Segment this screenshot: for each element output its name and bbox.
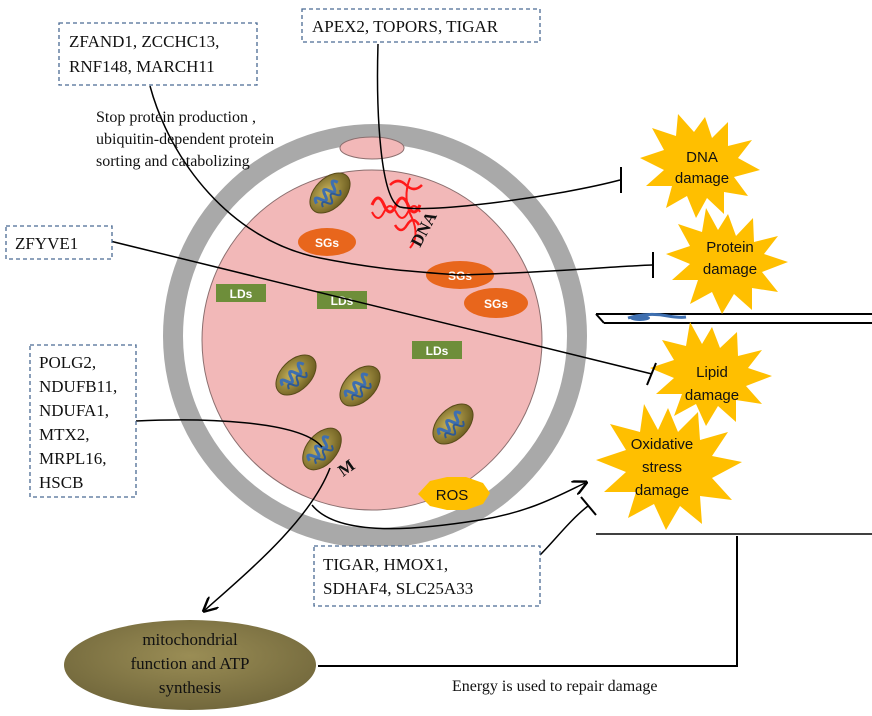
svg-text:sorting and catabolizing: sorting and catabolizing — [96, 153, 250, 170]
cell-body — [201, 169, 543, 511]
svg-text:MTX2,: MTX2, — [39, 425, 90, 444]
connector-protein — [149, 85, 653, 276]
energy-line — [318, 536, 738, 667]
gene-box-oxidative: TIGAR, HMOX1, SDHAF4, SLC25A33 — [313, 545, 541, 607]
ros-burst: ROS — [418, 477, 490, 510]
protein-damage-burst: Protein damage — [666, 208, 788, 314]
oxidative-damage-burst: Oxidative stress damage — [596, 404, 742, 530]
mito-function-ellipse: mitochondrial function and ATP synthesis — [64, 620, 316, 710]
svg-text:synthesis: synthesis — [159, 678, 221, 697]
inhibit-bar-oxidative — [580, 496, 597, 516]
lds-droplet: LDs — [412, 341, 462, 359]
lipid-damage-line2: damage — [685, 387, 739, 404]
oxidative-damage-line1: Oxidative — [631, 436, 694, 453]
svg-text:HSCB: HSCB — [39, 473, 83, 492]
svg-text:SGs: SGs — [484, 297, 508, 311]
svg-text:SGs: SGs — [315, 236, 339, 250]
svg-text:LDs: LDs — [331, 294, 354, 308]
svg-text:NDUFA1,: NDUFA1, — [39, 401, 109, 420]
protein-damage-line2: damage — [703, 261, 757, 278]
dna-damage-line1: DNA — [686, 149, 718, 166]
gene-box-mito: POLG2, NDUFB11, NDUFA1, MTX2, MRPL16, HS… — [29, 344, 137, 498]
sgs-granule: SGs — [298, 228, 356, 256]
svg-text:TIGAR, HMOX1,: TIGAR, HMOX1, — [323, 555, 448, 574]
dna-damage-line2: damage — [675, 170, 729, 187]
connector-lipid — [109, 240, 653, 375]
svg-text:Stop protein production ,: Stop protein production , — [96, 109, 256, 126]
connector-oxidative — [539, 505, 589, 556]
svg-text:RNF148, MARCH11: RNF148, MARCH11 — [69, 57, 215, 76]
connector-dna — [376, 43, 621, 210]
svg-text:LDs: LDs — [426, 344, 449, 358]
svg-text:APEX2, TOPORS, TIGAR: APEX2, TOPORS, TIGAR — [312, 17, 499, 36]
svg-text:mitochondrial: mitochondrial — [142, 630, 238, 649]
lipid-damage-line1: Lipid — [696, 364, 728, 381]
dna-damage-burst: DNA damage — [640, 114, 760, 218]
membrane-bar — [595, 312, 872, 324]
svg-text:MRPL16,: MRPL16, — [39, 449, 107, 468]
mito-function-arrow — [205, 467, 331, 610]
svg-text:ROS: ROS — [436, 487, 469, 504]
svg-text:SGs: SGs — [448, 269, 472, 283]
gene-box-protein: ZFAND1, ZCCHC13, RNF148, MARCH11 — [58, 22, 258, 86]
protein-note: Stop protein production , ubiquitin-depe… — [96, 109, 274, 170]
svg-text:NDUFB11,: NDUFB11, — [39, 377, 117, 396]
inhibit-bar-lipid — [646, 362, 657, 386]
svg-text:ubiquitin-dependent protein: ubiquitin-dependent protein — [96, 131, 274, 148]
sgs-granule: SGs — [464, 288, 528, 318]
svg-text:LDs: LDs — [230, 287, 253, 301]
gene-box-dna: APEX2, TOPORS, TIGAR — [301, 8, 541, 43]
cell-bud — [339, 136, 405, 160]
connector-mito — [135, 419, 323, 448]
svg-text:POLG2,: POLG2, — [39, 353, 96, 372]
cell-outer-ring — [163, 124, 587, 548]
protein-damage-line1: Protein — [706, 239, 754, 256]
svg-text:ZFAND1, ZCCHC13,: ZFAND1, ZCCHC13, — [69, 32, 219, 51]
svg-text:function and ATP: function and ATP — [131, 654, 250, 673]
oxidative-damage-line3: damage — [635, 482, 689, 499]
lds-droplet: LDs — [216, 284, 266, 302]
ros-arrow — [311, 483, 585, 530]
energy-note: Energy is used to repair damage — [452, 678, 657, 695]
svg-text:SDHAF4, SLC25A33: SDHAF4, SLC25A33 — [323, 579, 473, 598]
svg-text:ZFYVE1: ZFYVE1 — [15, 234, 78, 253]
lipid-damage-burst: Lipid damage — [650, 322, 772, 426]
oxidative-damage-line2: stress — [642, 459, 682, 476]
gene-box-lipid: ZFYVE1 — [5, 225, 113, 260]
